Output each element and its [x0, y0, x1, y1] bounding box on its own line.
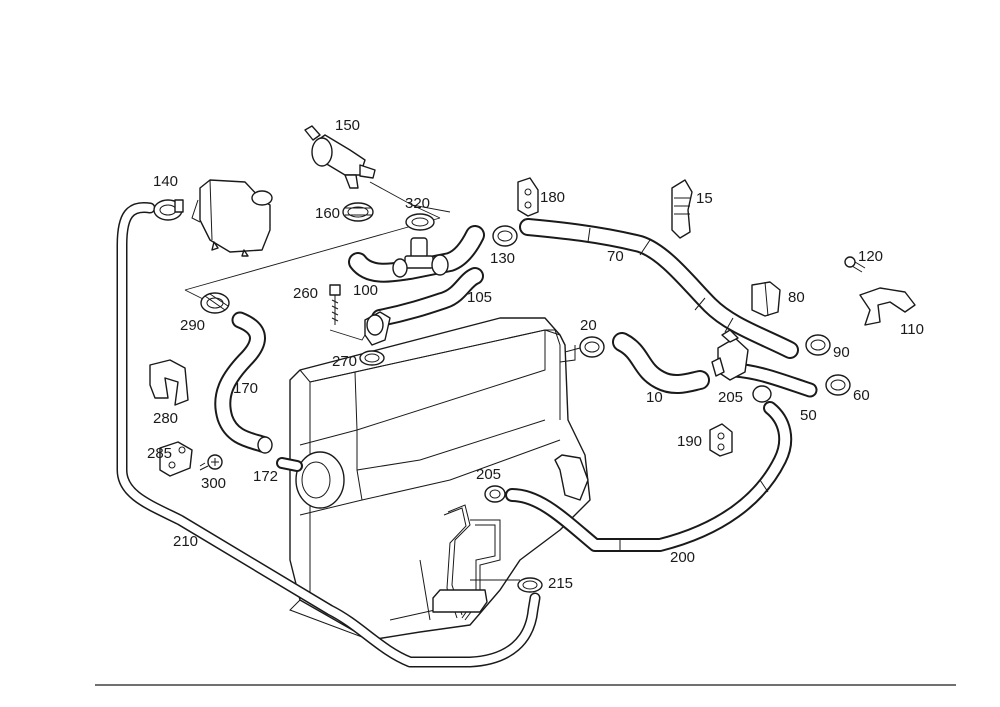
label-150: 150: [335, 117, 360, 134]
part-thermostat: [392, 237, 449, 278]
label-50: 50: [800, 407, 817, 424]
hose-210: [116, 202, 541, 668]
part-labels: 150 140 320 160 180 15 130 70 120 100 26…: [147, 117, 924, 592]
part-15-elbow: [671, 179, 693, 239]
part-215-clamp: [517, 577, 543, 593]
label-215: 215: [548, 575, 573, 592]
label-90: 90: [833, 344, 850, 361]
label-300: 300: [201, 475, 226, 492]
label-205-lower: 205: [476, 466, 501, 483]
label-20: 20: [580, 317, 597, 334]
label-260: 260: [293, 285, 318, 302]
label-170: 170: [233, 380, 258, 397]
part-290-clamp: [200, 292, 230, 314]
part-285-bracket: [159, 441, 193, 477]
label-180: 180: [540, 189, 565, 206]
label-10: 10: [646, 389, 663, 406]
part-270-clamp: [359, 350, 385, 366]
part-260-bolt: [329, 284, 341, 325]
label-160: 160: [315, 205, 340, 222]
part-172-clamp: [257, 436, 273, 454]
label-210: 210: [173, 533, 198, 550]
hose-170: [214, 311, 271, 453]
label-172: 172: [253, 468, 278, 485]
hose-10: [612, 332, 710, 395]
part-190-grommet: [709, 423, 733, 457]
part-205-clamp-lower: [484, 485, 506, 503]
part-160-clamp: [342, 202, 374, 222]
label-285: 285: [147, 445, 172, 462]
label-140: 140: [153, 173, 178, 190]
label-320: 320: [405, 195, 430, 212]
label-270: 270: [332, 353, 357, 370]
label-190: 190: [677, 433, 702, 450]
part-320-clamp: [405, 213, 435, 231]
part-300-screw: [199, 454, 223, 471]
label-100: 100: [353, 282, 378, 299]
hose-70: [519, 218, 799, 359]
part-280-bracket: [149, 359, 189, 406]
part-140-clamp: [153, 199, 184, 221]
label-60: 60: [853, 387, 870, 404]
part-60-clamp: [825, 374, 851, 396]
part-205-clamp-upper: [752, 385, 772, 403]
hose-50: [727, 362, 818, 398]
hose-105: [371, 267, 484, 327]
part-120-screw: [844, 256, 866, 273]
label-205-upper: 205: [718, 389, 743, 406]
part-110-bracket: [859, 287, 916, 326]
label-110: 110: [900, 321, 924, 338]
label-70: 70: [607, 248, 624, 265]
part-connector: [364, 311, 391, 346]
label-105: 105: [467, 289, 492, 306]
hose-200: [505, 401, 793, 552]
label-120: 120: [858, 248, 883, 265]
part-tee-fitting: [711, 329, 749, 381]
part-20-clamp: [564, 336, 605, 358]
hose-215: [432, 504, 501, 621]
part-80-bracket: [751, 281, 781, 317]
label-15: 15: [696, 190, 713, 207]
hose-172: [276, 457, 303, 472]
label-290: 290: [180, 317, 205, 334]
label-80: 80: [788, 289, 805, 306]
label-130: 130: [490, 250, 515, 267]
part-180-grommet: [517, 177, 539, 217]
label-200: 200: [670, 549, 695, 566]
part-reservoir-tank: [191, 179, 273, 257]
part-130-clamp: [492, 225, 518, 247]
part-90-clamp: [805, 334, 831, 356]
part-150-valve: [304, 125, 376, 189]
label-280: 280: [153, 410, 178, 427]
